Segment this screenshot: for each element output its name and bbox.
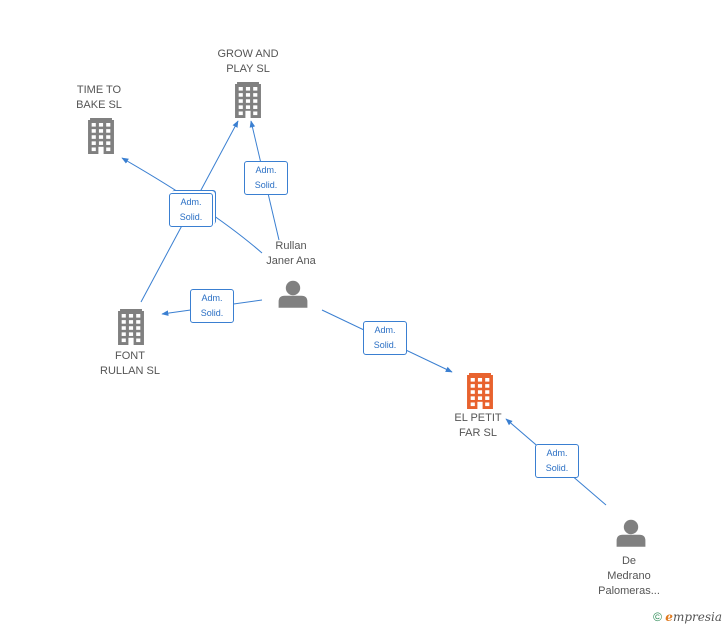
node-label-grow[interactable]: GROW AND PLAY SL bbox=[217, 48, 279, 75]
edge-label-rullan-to-petit[interactable]: Adm. Solid. bbox=[363, 321, 407, 355]
edge-label-rullan-to-grow[interactable]: Adm. Solid. bbox=[244, 161, 288, 195]
building-icon-time[interactable] bbox=[88, 118, 114, 154]
brand-logo-e: e bbox=[665, 610, 673, 624]
node-label-petit[interactable]: EL PETIT FAR SL bbox=[454, 412, 502, 439]
brand-logo-rest: mpresia bbox=[672, 610, 722, 624]
building-icon-font[interactable] bbox=[118, 309, 144, 345]
node-label-time[interactable]: TIME TO BAKE SL bbox=[76, 84, 122, 111]
edge-label-rullan-to-font[interactable]: Adm. Solid. bbox=[190, 289, 234, 323]
node-label-demedrano[interactable]: De Medrano Palomeras... bbox=[598, 555, 660, 597]
node-label-font[interactable]: FONT RULLAN SL bbox=[100, 350, 160, 377]
edge-label-font-to-grow[interactable]: Adm. Solid. bbox=[169, 193, 213, 227]
brand-logo[interactable]: empresia bbox=[665, 610, 722, 624]
copyright-footer: © empresia bbox=[653, 610, 722, 624]
person-icon-rullan[interactable] bbox=[278, 280, 308, 308]
building-icon-grow[interactable] bbox=[235, 82, 261, 118]
edge-label-demedrano-to-petit[interactable]: Adm. Solid. bbox=[535, 444, 579, 478]
copyright-symbol: © bbox=[653, 610, 662, 624]
node-label-rullan[interactable]: Rullan Janer Ana bbox=[266, 240, 316, 267]
person-icon-demedrano[interactable] bbox=[616, 519, 646, 547]
building-icon-petit[interactable] bbox=[467, 373, 493, 409]
